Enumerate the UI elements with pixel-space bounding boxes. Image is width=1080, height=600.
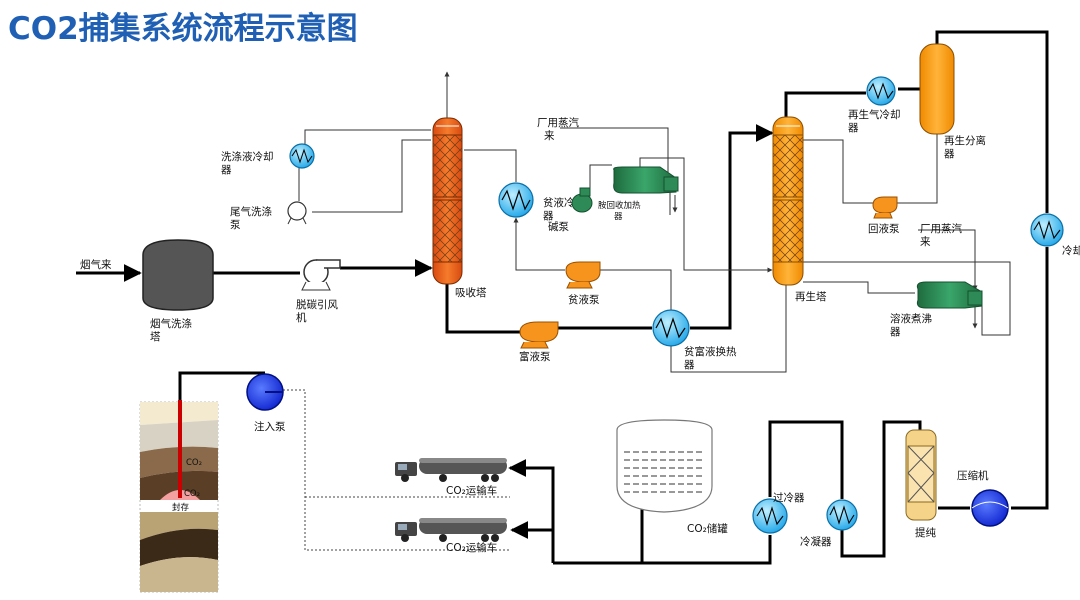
wash-cooler-label-1: 洗涤液冷却 — [221, 150, 274, 163]
rich-pump-label: 富液泵 — [519, 350, 551, 363]
condenser-icon — [826, 499, 858, 531]
page-title: CO2捕集系统流程示意图 — [8, 11, 358, 47]
reclaimer-label-1: 胺回收加热 — [598, 200, 641, 211]
amine-reclaimer — [613, 166, 679, 194]
regenerator-label: 再生塔 — [795, 290, 827, 303]
plant-steam-2-label-2: 来 — [920, 236, 931, 248]
scrubber-label-1: 烟气洗涤 — [150, 317, 192, 330]
regen-gas-cooler-icon — [866, 76, 896, 106]
alkali-pump-icon — [571, 187, 593, 213]
truck-2-label: CO₂运输车 — [446, 541, 497, 554]
fan-icon — [301, 259, 341, 291]
flue-gas-in-label: 烟气来 — [80, 258, 112, 271]
co2-tank — [616, 419, 713, 513]
alkali-pump-label: 碱泵 — [548, 221, 569, 233]
truck-2-icon — [395, 518, 507, 542]
lean-cooler-label-2: 器 — [543, 210, 554, 222]
main-pipes — [76, 30, 1049, 565]
right-cooler-label: 冷却 — [1062, 244, 1080, 257]
hx-label-1: 贫富液换热 — [684, 345, 737, 358]
reflux-pump-label: 回液泵 — [868, 222, 900, 235]
subcooler-icon — [752, 498, 788, 534]
purifier-column — [905, 429, 937, 521]
truck-1-label: CO₂运输车 — [446, 484, 497, 497]
regenerator-column — [772, 116, 804, 286]
reboiler — [916, 281, 983, 309]
lean-cooler-icon — [498, 182, 534, 218]
co2-layer-2-label: CO₂ — [184, 489, 200, 499]
plant-steam-1-label-1: 厂用蒸汽 — [537, 116, 579, 129]
separator-label-1: 再生分离 — [944, 134, 986, 147]
compressor-icon — [971, 489, 1009, 527]
flue-gas-scrubber — [142, 239, 214, 311]
scrubber-label-2: 塔 — [150, 330, 161, 343]
plant-steam-2-label-1: 厂用蒸汽 — [920, 222, 962, 235]
separator-label-2: 器 — [944, 148, 955, 160]
condenser-label: 冷凝器 — [800, 535, 832, 548]
wash-cooler-label-2: 器 — [221, 164, 232, 176]
geological-storage — [139, 400, 219, 593]
absorber-column — [432, 117, 463, 285]
tail-wash-pump-label-2: 泵 — [230, 219, 241, 231]
truck-1-icon — [395, 458, 507, 482]
right-cooler-icon — [1030, 213, 1064, 247]
injection-pump-icon — [246, 373, 284, 411]
thin-pipes — [298, 71, 1011, 373]
tail-wash-pump-icon — [287, 201, 307, 225]
regen-cooler-label-2: 器 — [848, 122, 859, 134]
hx-label-2: 器 — [684, 359, 695, 371]
injection-lines — [283, 389, 510, 551]
co2-tank-label: CO₂储罐 — [687, 522, 728, 535]
plant-steam-1-label-2: 来 — [544, 130, 555, 142]
reboiler-label-1: 溶液煮沸 — [890, 312, 932, 325]
regen-cooler-label-1: 再生气冷却 — [848, 108, 901, 121]
fan-label-1: 脱碳引风 — [296, 298, 338, 311]
lean-rich-hx-icon — [652, 309, 690, 347]
injection-pump-label: 注入泵 — [254, 420, 286, 433]
lean-pump-icon — [565, 261, 601, 289]
purifier-label: 提纯 — [915, 526, 936, 539]
rich-pump-icon — [519, 321, 559, 349]
storage-label: 封存 — [172, 502, 190, 513]
lean-pump-label: 贫液泵 — [568, 293, 600, 306]
wash-cooler-icon — [289, 143, 315, 169]
absorber-label: 吸收塔 — [455, 286, 487, 299]
co2-layer-1-label: CO₂ — [186, 458, 202, 468]
reboiler-label-2: 器 — [890, 326, 901, 338]
fan-label-2: 机 — [296, 311, 307, 324]
reflux-pump-icon — [872, 196, 898, 219]
regen-separator — [919, 43, 955, 135]
reclaimer-label-2: 器 — [614, 212, 623, 222]
compressor-label: 压缩机 — [957, 469, 989, 482]
subcooler-label: 过冷器 — [773, 491, 805, 504]
tail-wash-pump-label-1: 尾气洗涤 — [230, 205, 272, 218]
